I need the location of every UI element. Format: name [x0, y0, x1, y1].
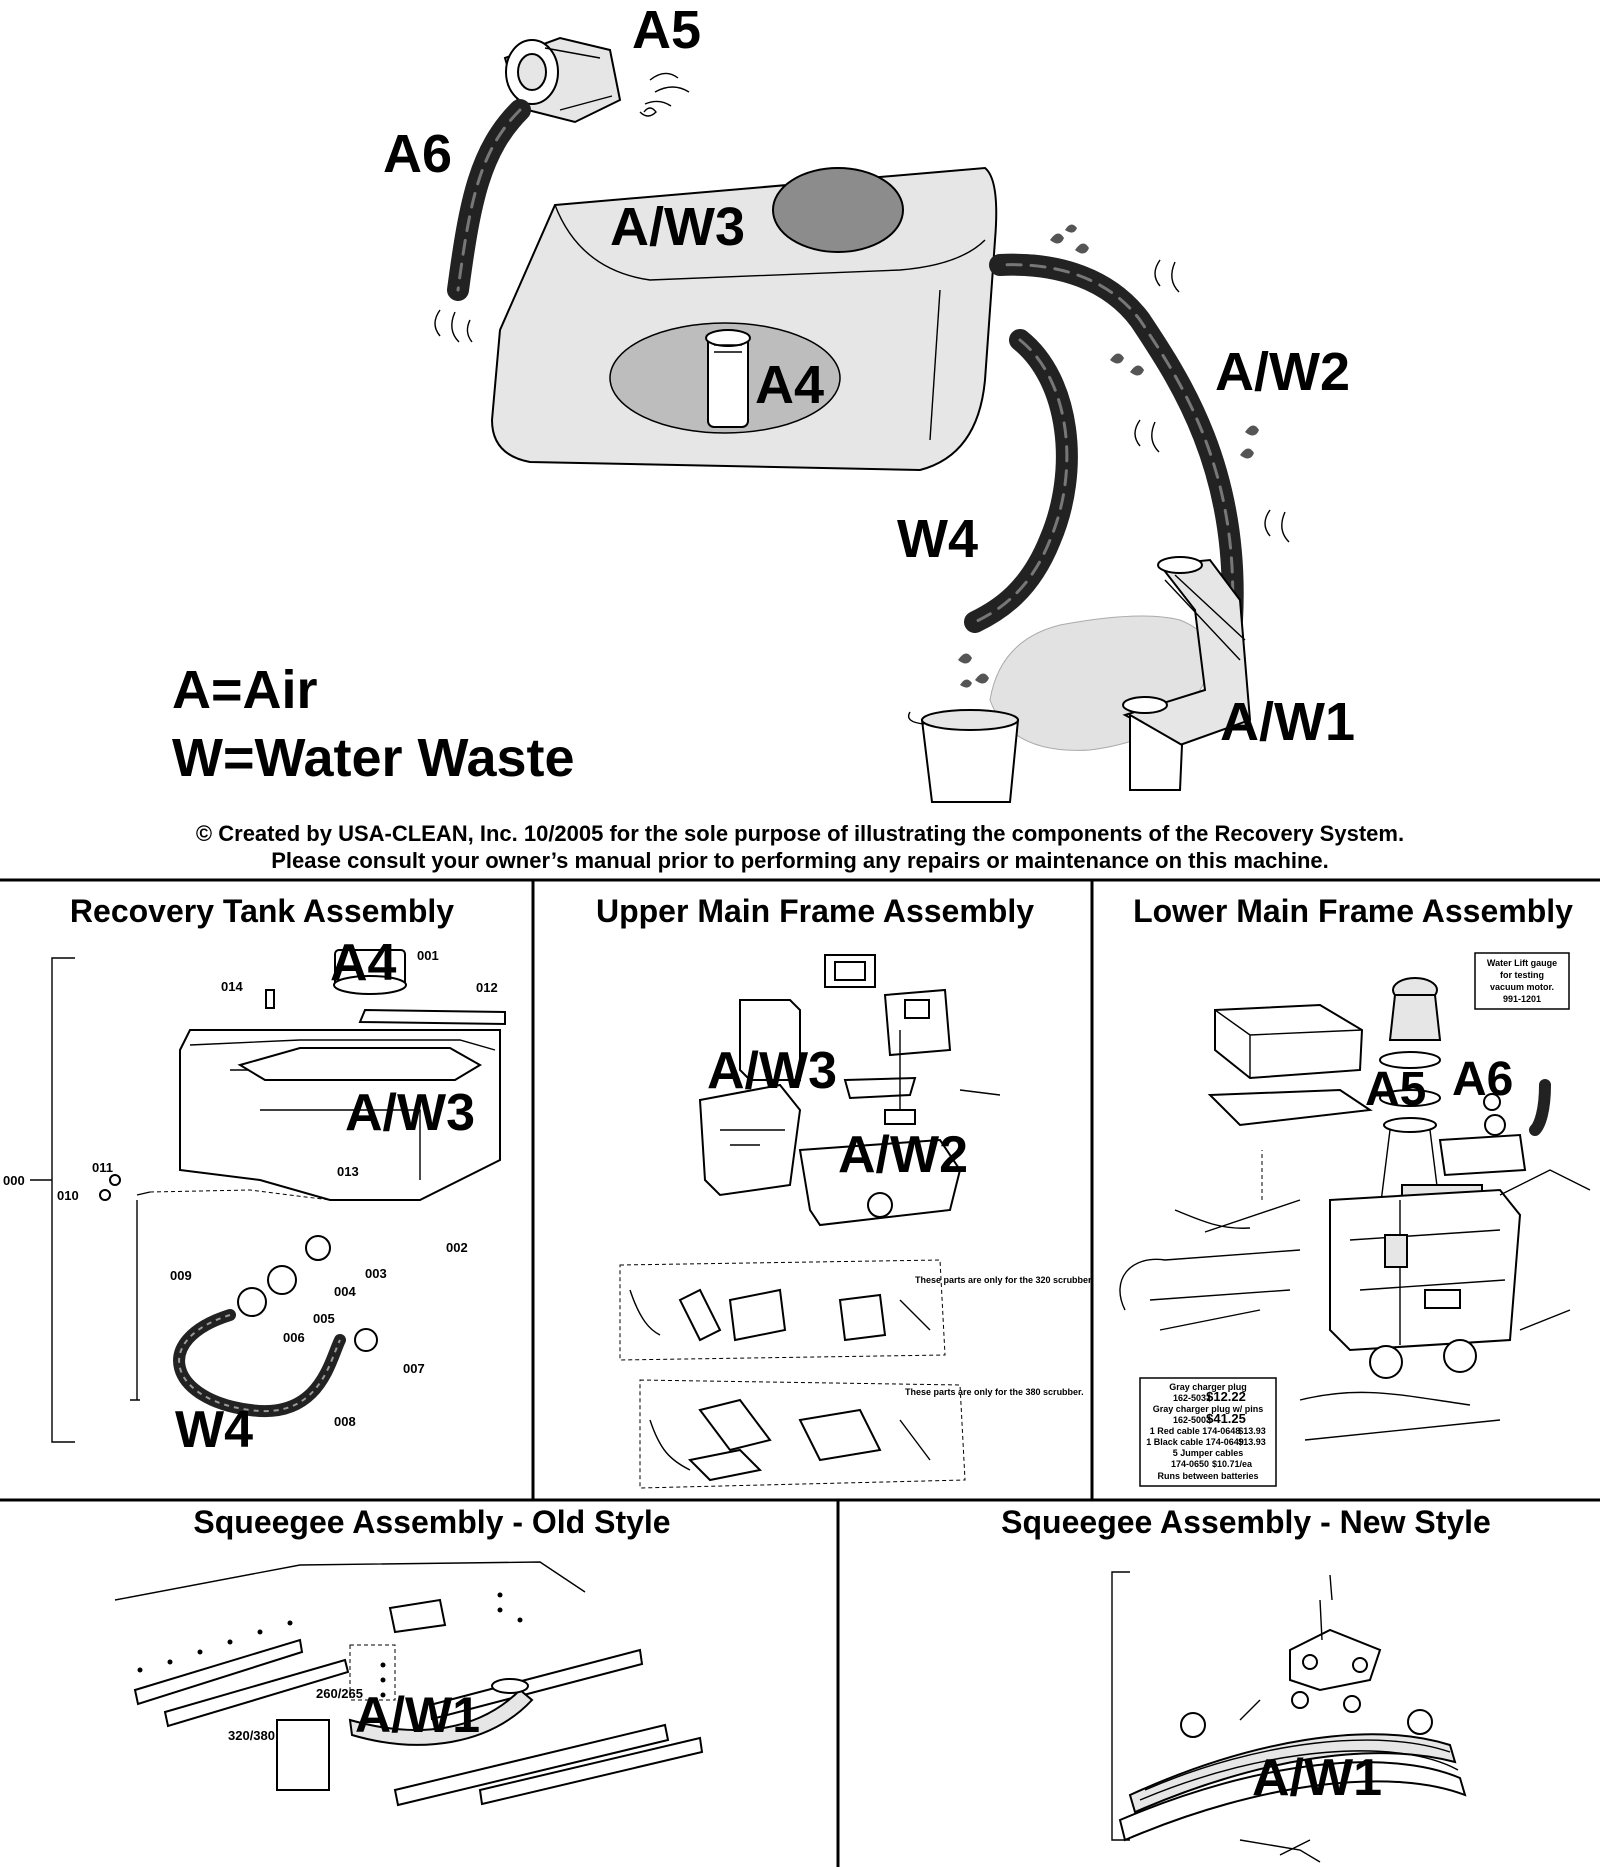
part-number: 009 — [170, 1268, 192, 1283]
copyright-line-1: © Created by USA-CLEAN, Inc. 10/2005 for… — [196, 821, 1404, 846]
part-number: 011 — [92, 1160, 113, 1175]
part-number: 013 — [337, 1164, 359, 1179]
price-line: Runs between batteries — [1157, 1471, 1258, 1481]
part-number: 007 — [403, 1361, 425, 1376]
panel-squeegee-new: Squeegee Assembly - New Style A/W1 — [1001, 1504, 1491, 1863]
tank-lid-opening — [772, 167, 904, 253]
gauge-note-line: vacuum motor. — [1490, 982, 1554, 992]
panel-squeegee-old: Squeegee Assembly - Old Style 260/265 32… — [114, 1504, 704, 1807]
part-number: 001 — [417, 948, 439, 963]
panel-title-upper-frame: Upper Main Frame Assembly — [596, 893, 1034, 929]
label-aw1: A/W1 — [1220, 692, 1355, 752]
price-amount: $41.25 — [1206, 1411, 1246, 1426]
legend-air: A=Air — [172, 660, 318, 720]
part-number: 010 — [57, 1188, 79, 1203]
air-swirl-icon — [434, 309, 473, 343]
panel-title-recovery-tank: Recovery Tank Assembly — [70, 893, 454, 929]
model-label: 260/265 — [316, 1686, 363, 1701]
gauge-note-box — [1474, 952, 1570, 1010]
panel-title-squeegee-new: Squeegee Assembly - New Style — [1001, 1504, 1491, 1540]
part-number: 003 — [365, 1266, 387, 1281]
price-line: Gray charger plug — [1169, 1382, 1247, 1392]
panel-recovery-tank: Recovery Tank Assembly A4 A/W3 W4 000 00… — [3, 893, 506, 1459]
part-number: 008 — [334, 1414, 356, 1429]
callout-aw1: A/W1 — [1252, 1749, 1382, 1807]
price-line: 1 Red cable 174-0648 — [1150, 1426, 1241, 1436]
part-number: 004 — [334, 1284, 356, 1299]
price-line: 162-5031 — [1173, 1393, 1211, 1403]
air-swirl-icon — [1134, 259, 1290, 543]
callout-a6: A6 — [1452, 1053, 1513, 1106]
squeegee — [1122, 556, 1252, 791]
part-number: 012 — [476, 980, 498, 995]
callout-aw3: A/W3 — [345, 1084, 475, 1142]
price-amount: $13.93 — [1238, 1437, 1266, 1447]
label-a6: A6 — [383, 124, 452, 184]
price-line: Gray charger plug w/ pins — [1153, 1404, 1264, 1414]
float-filter — [705, 329, 751, 428]
panel-upper-frame: Upper Main Frame Assembly These parts ar… — [596, 893, 1094, 1489]
callout-aw1: A/W1 — [355, 1687, 480, 1743]
panel-borders — [0, 878, 1600, 1867]
model-label: 320/380 — [228, 1728, 275, 1743]
callout-a5: A5 — [1365, 1063, 1426, 1116]
label-a4: A4 — [755, 355, 824, 415]
price-line: 162-5003 — [1173, 1415, 1211, 1425]
price-box — [1139, 1377, 1277, 1487]
gauge-note-line: 991-1201 — [1503, 994, 1541, 1004]
air-swirl-icon — [639, 72, 690, 117]
price-amount: $10.71/ea — [1212, 1459, 1253, 1469]
note-380-only: These parts are only for the 380 scrubbe… — [905, 1387, 1084, 1397]
panel-title-lower-frame: Lower Main Frame Assembly — [1133, 893, 1573, 929]
label-aw2: A/W2 — [1215, 342, 1350, 402]
copyright-line-2: Please consult your owner’s manual prior… — [271, 848, 1328, 873]
part-number: 014 — [221, 979, 243, 994]
vacuum-motor — [503, 36, 622, 124]
callout-w4: W4 — [175, 1401, 253, 1459]
panel-title-squeegee-old: Squeegee Assembly - Old Style — [193, 1504, 670, 1540]
note-320-only: These parts are only for the 320 scrubbe… — [915, 1275, 1094, 1285]
part-number: 002 — [446, 1240, 468, 1255]
drain-hose-assembly — [173, 1309, 346, 1418]
panel-lower-frame: Lower Main Frame Assembly Water Lift gau… — [1119, 893, 1591, 1487]
price-line: 5 Jumper cables — [1173, 1448, 1244, 1458]
waste-bucket — [907, 709, 1020, 803]
callout-a4: A4 — [330, 934, 397, 992]
part-number: 005 — [313, 1311, 335, 1326]
callout-aw2: A/W2 — [838, 1126, 968, 1184]
price-line: 174-0650 — [1171, 1459, 1209, 1469]
legend-water: W=Water Waste — [172, 728, 575, 788]
part-number: 006 — [283, 1330, 305, 1345]
gauge-note-line: for testing — [1500, 970, 1544, 980]
part-number: 000 — [3, 1173, 25, 1188]
exhaust-hose — [447, 99, 531, 301]
label-a5: A5 — [632, 0, 701, 60]
label-w4: W4 — [897, 509, 978, 569]
price-amount: $13.93 — [1238, 1426, 1266, 1436]
label-aw3: A/W3 — [610, 197, 745, 257]
callout-aw3: A/W3 — [707, 1042, 837, 1100]
hero-illustration: A5 A6 A/W3 A4 A/W2 W4 A/W1 A=Air W=Water… — [172, 0, 1404, 873]
price-amount: $12.22 — [1206, 1389, 1246, 1404]
gauge-note-line: Water Lift gauge — [1487, 958, 1557, 968]
price-lines: Gray charger plug 162-5031 $12.22 Gray c… — [1146, 1382, 1266, 1481]
water-droplet-icon — [958, 224, 1259, 688]
price-line: 1 Black cable 174-0649 — [1146, 1437, 1244, 1447]
